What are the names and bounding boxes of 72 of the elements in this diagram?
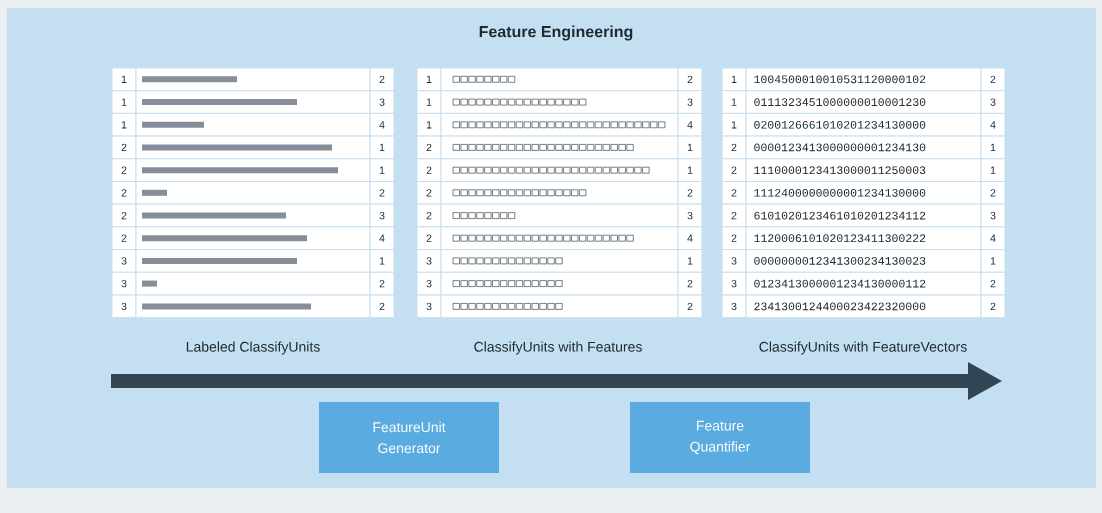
table-cell: 2	[980, 271, 1006, 296]
table-cell: 4	[980, 112, 1006, 137]
table-cell: 1	[677, 249, 703, 273]
table-cell: 4	[980, 226, 1006, 251]
table-cell: 2	[980, 181, 1006, 205]
table-cell: 2	[677, 67, 703, 92]
table-cell: 2	[721, 203, 747, 228]
table-cell: 1	[416, 90, 442, 114]
table-cell: 3	[721, 294, 747, 319]
table-cell: 4	[677, 226, 703, 251]
table-cell: 3	[980, 90, 1006, 114]
table-cell: 1	[980, 135, 1006, 160]
process-box: Feature Quantifier	[630, 402, 810, 473]
table-cell: 3	[980, 203, 1006, 228]
table-cell: 3	[369, 203, 395, 228]
table-cell: 2	[416, 181, 442, 205]
table-cell: 3	[721, 249, 747, 273]
table-cell: 2	[677, 181, 703, 205]
table-cell: 2	[111, 203, 137, 228]
table-cell: 2	[369, 181, 395, 205]
table-cell: 1	[721, 67, 747, 92]
table-cell: 3	[416, 294, 442, 319]
table-cell: 2	[416, 226, 442, 251]
table-cell: 2	[111, 158, 137, 182]
caption: ClassifyUnits with Features	[474, 341, 642, 355]
table-cell: 2	[416, 135, 442, 160]
table-cell: 2	[416, 158, 442, 182]
table-cell: 4	[369, 226, 395, 251]
table-cell: 3	[677, 203, 703, 228]
table-cell: 1	[677, 135, 703, 160]
table-cell: 2	[111, 135, 137, 160]
table-cell: 2	[677, 271, 703, 296]
table-cell: 4	[369, 112, 395, 137]
table-cell: 2	[416, 203, 442, 228]
table-cell: 1	[369, 249, 395, 273]
table-cell: 2	[721, 135, 747, 160]
table-cell: 4	[677, 112, 703, 137]
table-cell: 1	[369, 135, 395, 160]
table-cell: 1	[369, 158, 395, 182]
process-box: FeatureUnit Generator	[319, 402, 499, 473]
table-cell: 3	[416, 271, 442, 296]
caption: ClassifyUnits with FeatureVectors	[759, 341, 967, 355]
table-cell: 1	[416, 67, 442, 92]
table-cell: 1	[721, 112, 747, 137]
table-cell: 2	[721, 158, 747, 182]
table-cell: 2	[369, 294, 395, 319]
caption: Labeled ClassifyUnits	[186, 341, 320, 355]
table-cell: 1	[111, 67, 137, 92]
table-cell: 3	[111, 271, 137, 296]
title: Feature Engineering	[479, 25, 633, 41]
table-cell: 2	[369, 67, 395, 92]
table-cell: 3	[416, 249, 442, 273]
table-cell: 2	[721, 181, 747, 205]
table-cell: 2	[111, 226, 137, 251]
table-cell: 2	[721, 226, 747, 251]
table-cell: 3	[111, 294, 137, 319]
table-cell: 1	[111, 90, 137, 114]
table-cell: 3	[369, 90, 395, 114]
table-cell: 1	[416, 112, 442, 137]
table-cell: 3	[111, 249, 137, 273]
table-cell: 3	[721, 271, 747, 296]
table-cell: 2	[980, 67, 1006, 92]
table-cell: 2	[111, 181, 137, 205]
table-cell: 1	[677, 158, 703, 182]
table-cell: 1	[111, 112, 137, 137]
table-cell: 1	[721, 90, 747, 114]
table-cell: 1	[980, 249, 1006, 273]
table-cell: 3	[677, 90, 703, 114]
table-cell: 1	[980, 158, 1006, 182]
table-cell: 2	[677, 294, 703, 319]
table-cell: 2	[980, 294, 1006, 319]
table-cell: 2	[369, 271, 395, 296]
